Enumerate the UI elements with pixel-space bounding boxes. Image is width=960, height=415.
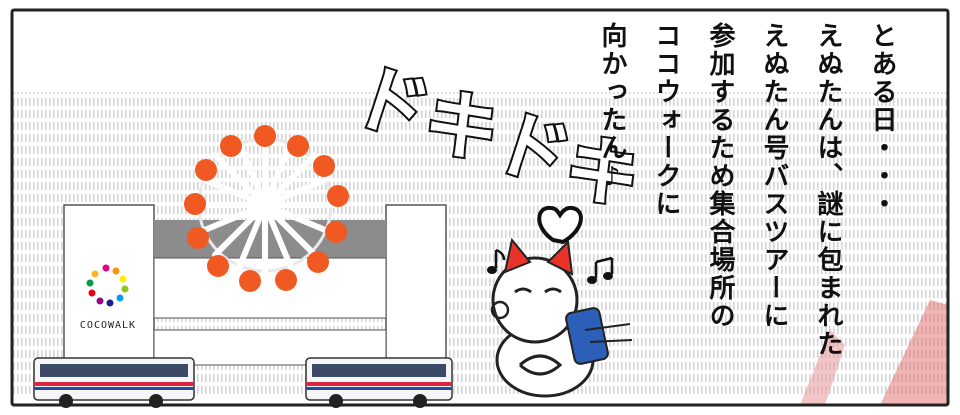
building-sign: COCOWALK bbox=[80, 320, 136, 331]
narration-line-5: ココウォークに bbox=[651, 22, 681, 218]
narration-line-2: えぬたんは、謎に包まれた bbox=[813, 22, 843, 358]
cat-character bbox=[490, 237, 633, 398]
logo-dots-icon bbox=[86, 264, 129, 307]
narration-line-1: とある日・・・ bbox=[867, 22, 897, 218]
ferris-wheel bbox=[184, 125, 349, 292]
heart-icon bbox=[537, 205, 583, 245]
bus-left bbox=[33, 357, 195, 408]
cocowalk-building bbox=[63, 204, 447, 366]
panel-border bbox=[10, 8, 950, 407]
narration-line-3: えぬたん号バスツアーに bbox=[759, 22, 789, 330]
music-note-icon bbox=[587, 256, 614, 284]
bus-right bbox=[305, 357, 453, 408]
screentone-background bbox=[12, 10, 948, 405]
narration-line-6: 向かったん♪ bbox=[597, 22, 627, 194]
narration-line-4: 参加するため集合場所の bbox=[705, 22, 735, 330]
music-note-icon bbox=[487, 248, 506, 274]
